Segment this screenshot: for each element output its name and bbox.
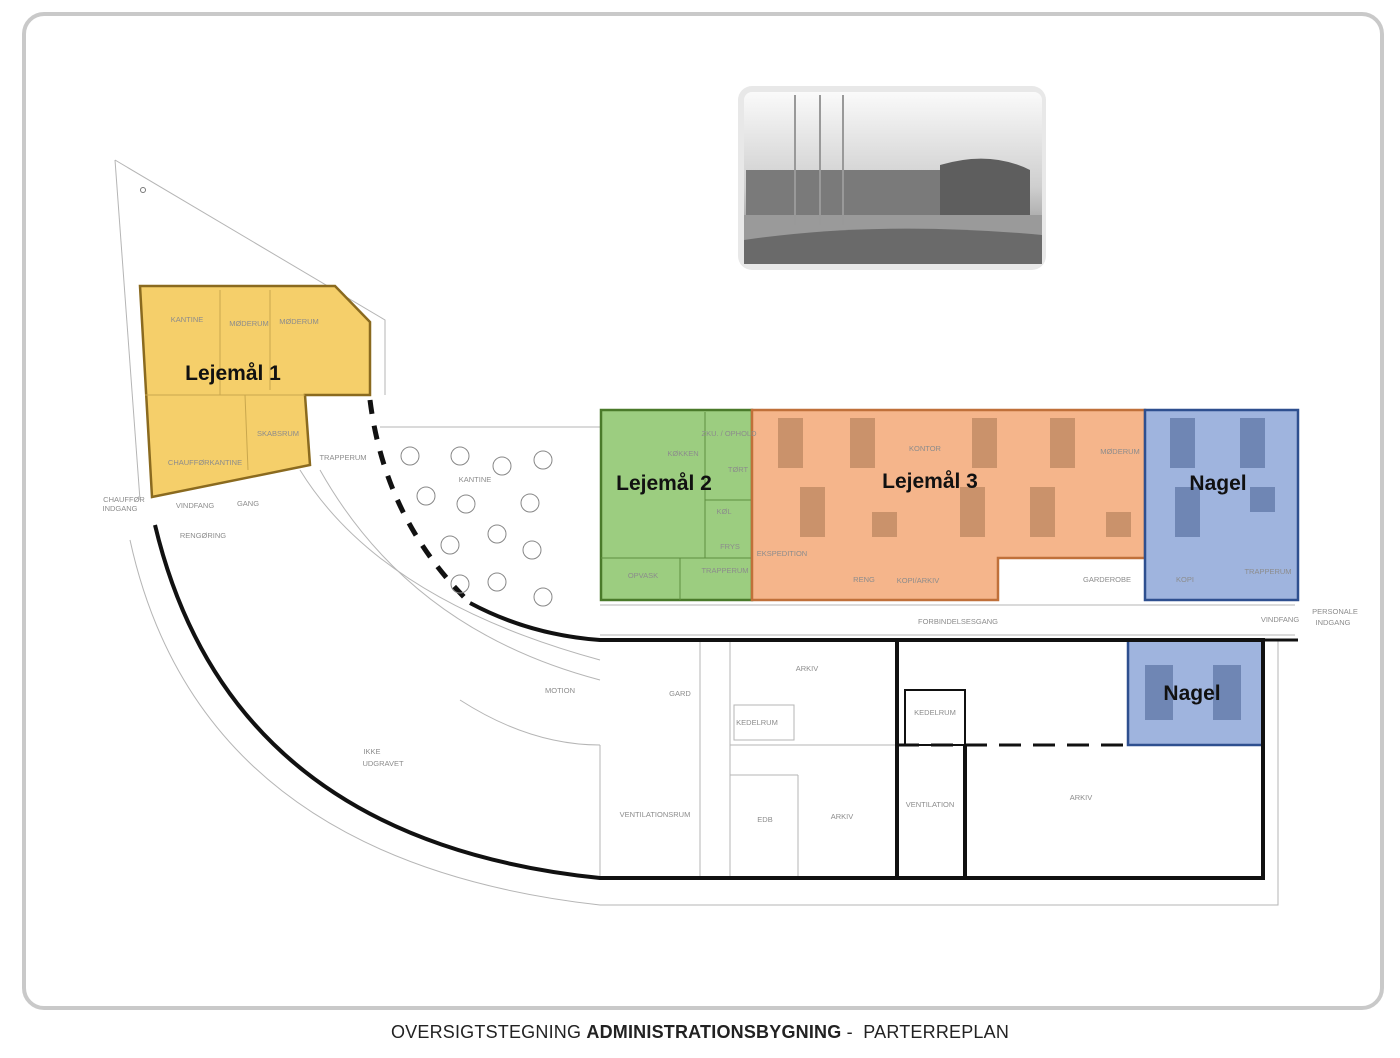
canteen-tables bbox=[400, 446, 553, 607]
drawing-caption: OVERSIGTSTEGNING ADMINISTRATIONSBYGNING … bbox=[0, 1022, 1400, 1043]
room-label: GARDEROBE bbox=[1083, 575, 1131, 584]
tenant-label-lejemaal-2: Lejemål 2 bbox=[616, 472, 712, 495]
room-label: CHAUFFØR bbox=[103, 495, 145, 504]
room-label: ARKIV bbox=[1070, 793, 1093, 802]
room-label: PERSONALE bbox=[1312, 607, 1358, 616]
room-label: MØDERUM bbox=[279, 317, 319, 326]
room-label: FRYS bbox=[720, 542, 740, 551]
room-label: IKKE bbox=[363, 747, 380, 756]
room-label: ARKIV bbox=[796, 664, 819, 673]
room-label: INDGANG bbox=[102, 504, 137, 513]
caption-prefix: OVERSIGTSTEGNING bbox=[390, 1022, 582, 1042]
tenant-label-nagel-1: Nagel bbox=[1189, 472, 1246, 495]
room-labels: KANTINE MØDERUM MØDERUM SKABSRUM CHAUFFØ… bbox=[102, 315, 1357, 824]
room-label: KOPI/ARKIV bbox=[897, 576, 940, 585]
room-label: MØDERUM bbox=[1100, 447, 1140, 456]
site-outline bbox=[114, 159, 1295, 906]
room-label: RENGØRING bbox=[180, 531, 226, 540]
room-label: VINDFANG bbox=[176, 501, 215, 510]
room-label: KEDELRUM bbox=[736, 718, 778, 727]
tenant-label-lejemaal-3: Lejemål 3 bbox=[882, 470, 978, 493]
drawing-frame bbox=[22, 12, 1384, 1010]
room-label: VENTILATIONSRUM bbox=[620, 810, 691, 819]
room-label: GARD bbox=[669, 689, 691, 698]
room-label: UDGRAVET bbox=[362, 759, 404, 768]
room-label: ARKIV bbox=[831, 812, 854, 821]
room-label: TRAPPERUM bbox=[319, 453, 366, 462]
room-label: MØDERUM bbox=[229, 319, 269, 328]
caption-suffix: - PARTERREPLAN bbox=[841, 1022, 1010, 1042]
room-label: VINDFANG bbox=[1261, 615, 1300, 624]
room-label: KOPI bbox=[1176, 575, 1194, 584]
desk-groups bbox=[778, 418, 1131, 537]
caption-building: ADMINISTRATIONSBYGNING bbox=[586, 1022, 842, 1042]
room-label: FORBINDELSESGANG bbox=[918, 617, 998, 626]
room-label: VENTILATION bbox=[906, 800, 955, 809]
room-label: KANTINE bbox=[459, 475, 492, 484]
tenant-area-lejemaal-1[interactable] bbox=[138, 284, 372, 499]
building-photo bbox=[738, 86, 1046, 270]
tenant-label-nagel-2: Nagel bbox=[1163, 682, 1220, 705]
room-label: EDB bbox=[757, 815, 772, 824]
room-label: KØKKEN bbox=[667, 449, 698, 458]
room-label: INDGANG bbox=[1315, 618, 1350, 627]
room-label: TRAPPERUM bbox=[701, 566, 748, 575]
room-label: SKABSRUM bbox=[257, 429, 299, 438]
room-label: CHAUFFØRKANTINE bbox=[168, 458, 242, 467]
room-label: MOTION bbox=[545, 686, 575, 695]
room-label: ZKU. / OPHOLD bbox=[701, 429, 757, 438]
room-label: GANG bbox=[237, 499, 259, 508]
tenant-label-lejemaal-1: Lejemål 1 bbox=[185, 362, 281, 385]
room-label: KANTINE bbox=[171, 315, 204, 324]
exterior-walls bbox=[153, 399, 1298, 880]
room-label: EKSPEDITION bbox=[757, 549, 807, 558]
room-label: KEDELRUM bbox=[914, 708, 956, 717]
room-label: RENG bbox=[853, 575, 875, 584]
tenant-area-lejemaal-2[interactable] bbox=[599, 408, 754, 602]
room-label: TRAPPERUM bbox=[1244, 567, 1291, 576]
room-label: OPVASK bbox=[628, 571, 658, 580]
room-label: KØL bbox=[716, 507, 731, 516]
room-label: KONTOR bbox=[909, 444, 942, 453]
room-label: TØRT bbox=[728, 465, 749, 474]
